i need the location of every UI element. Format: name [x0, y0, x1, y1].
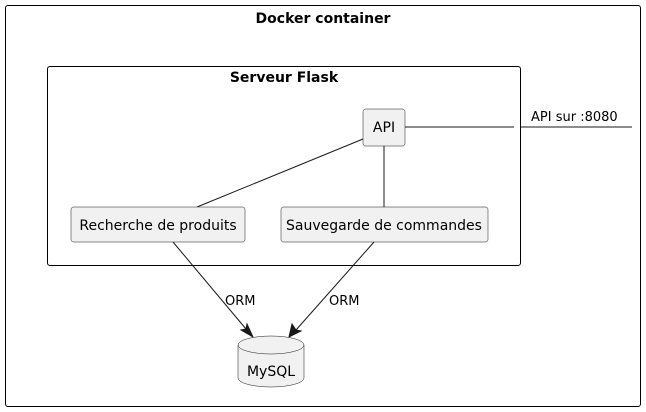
flask-server-frame: [47, 66, 521, 266]
edge-api-search: [196, 138, 364, 208]
search-node-label: Recherche de produits: [79, 218, 236, 234]
docker-container-title: Docker container: [256, 11, 391, 27]
edge-orders-db-arrowhead: [288, 322, 303, 338]
docker-container-frame: [5, 5, 641, 407]
api-node: [362, 108, 406, 147]
orders-node-label: Sauvegarde de commandes: [286, 218, 482, 234]
edge-orders-db: [295, 241, 375, 331]
orders-db-label: ORM: [329, 294, 359, 309]
mysql-node-label: MySQL: [247, 364, 295, 380]
edge-search-db: [172, 241, 247, 330]
search-node: [70, 206, 246, 243]
flask-server-title: Serveur Flask: [230, 70, 339, 86]
orders-node: [280, 206, 489, 243]
api-node-label: API: [373, 120, 395, 136]
search-db-label: ORM: [225, 294, 255, 309]
edge-search-db-arrowhead: [239, 322, 255, 339]
mysql-database-icon: [237, 335, 305, 388]
port-label: API sur :8080: [531, 110, 618, 125]
